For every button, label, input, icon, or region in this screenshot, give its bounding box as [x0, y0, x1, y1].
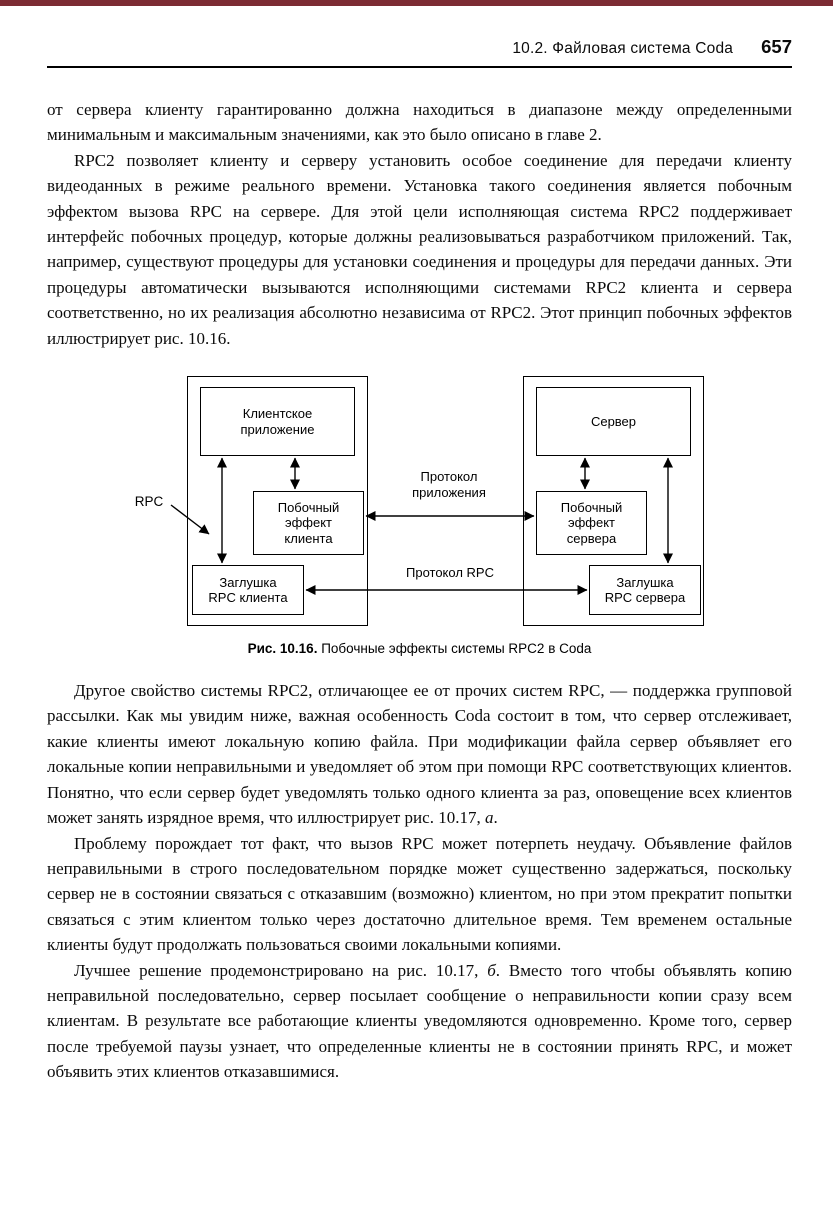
paragraph-1: от сервера клиенту гарантированно должна…: [47, 100, 792, 145]
rpc2-diagram: Клиентское приложение Сервер Побочный эф…: [47, 376, 792, 628]
server-side-effect-box: Побочный эффект сервера: [536, 491, 647, 556]
client-side-effect-box: Побочный эффект клиента: [253, 491, 364, 556]
paragraph-2: RPC2 позволяет клиенту и серверу установ…: [47, 150, 792, 348]
paragraph-4: Проблему порождает тот факт, что вызов R…: [47, 833, 792, 955]
figure-rpc2-side-effects: Клиентское приложение Сервер Побочный эф…: [47, 376, 792, 656]
rpc-protocol-label: Протокол RPC: [406, 565, 494, 581]
figure-caption: Рис. 10.16. Побочные эффекты системы RPC…: [47, 641, 792, 656]
page-number: 657: [761, 36, 792, 57]
page-top-edge: [0, 0, 833, 6]
server-box: Сервер: [536, 387, 691, 457]
figure-ref-letter: б: [487, 960, 496, 980]
figure-caption-text: Побочные эффекты системы RPC2 в Coda: [317, 641, 592, 657]
paragraph-5: Лучшее решение продемонстрировано на рис…: [47, 958, 792, 1085]
client-application-box: Клиентское приложение: [200, 387, 355, 457]
paragraph-5-tail: . Вместо того чтобы объявлять копию непр…: [47, 960, 793, 1082]
figure-ref-letter: а: [484, 808, 494, 828]
page-header: 10.2. Файловая система Coda 657: [47, 36, 792, 68]
page-content: от сервера клиенту гарантированно должна…: [47, 97, 792, 1085]
rpc-label: RPC: [134, 494, 164, 510]
client-rpc-stub-box: Заглушка RPC клиента: [192, 565, 304, 616]
server-rpc-stub-box: Заглушка RPC сервера: [589, 565, 701, 616]
paragraph-3-tail: .: [493, 808, 498, 828]
running-head-title: 10.2. Файловая система Coda: [512, 40, 734, 57]
paragraph-3: Другое свойство системы RPC2, отличающее…: [47, 678, 792, 830]
paragraph-5-text: Лучшее решение продемонстрировано на рис…: [74, 960, 488, 980]
figure-caption-number: Рис. 10.16.: [247, 641, 318, 657]
application-protocol-label: Протокол приложения: [412, 469, 486, 500]
paragraph-3-text: Другое свойство системы RPC2, отличающее…: [47, 681, 792, 828]
